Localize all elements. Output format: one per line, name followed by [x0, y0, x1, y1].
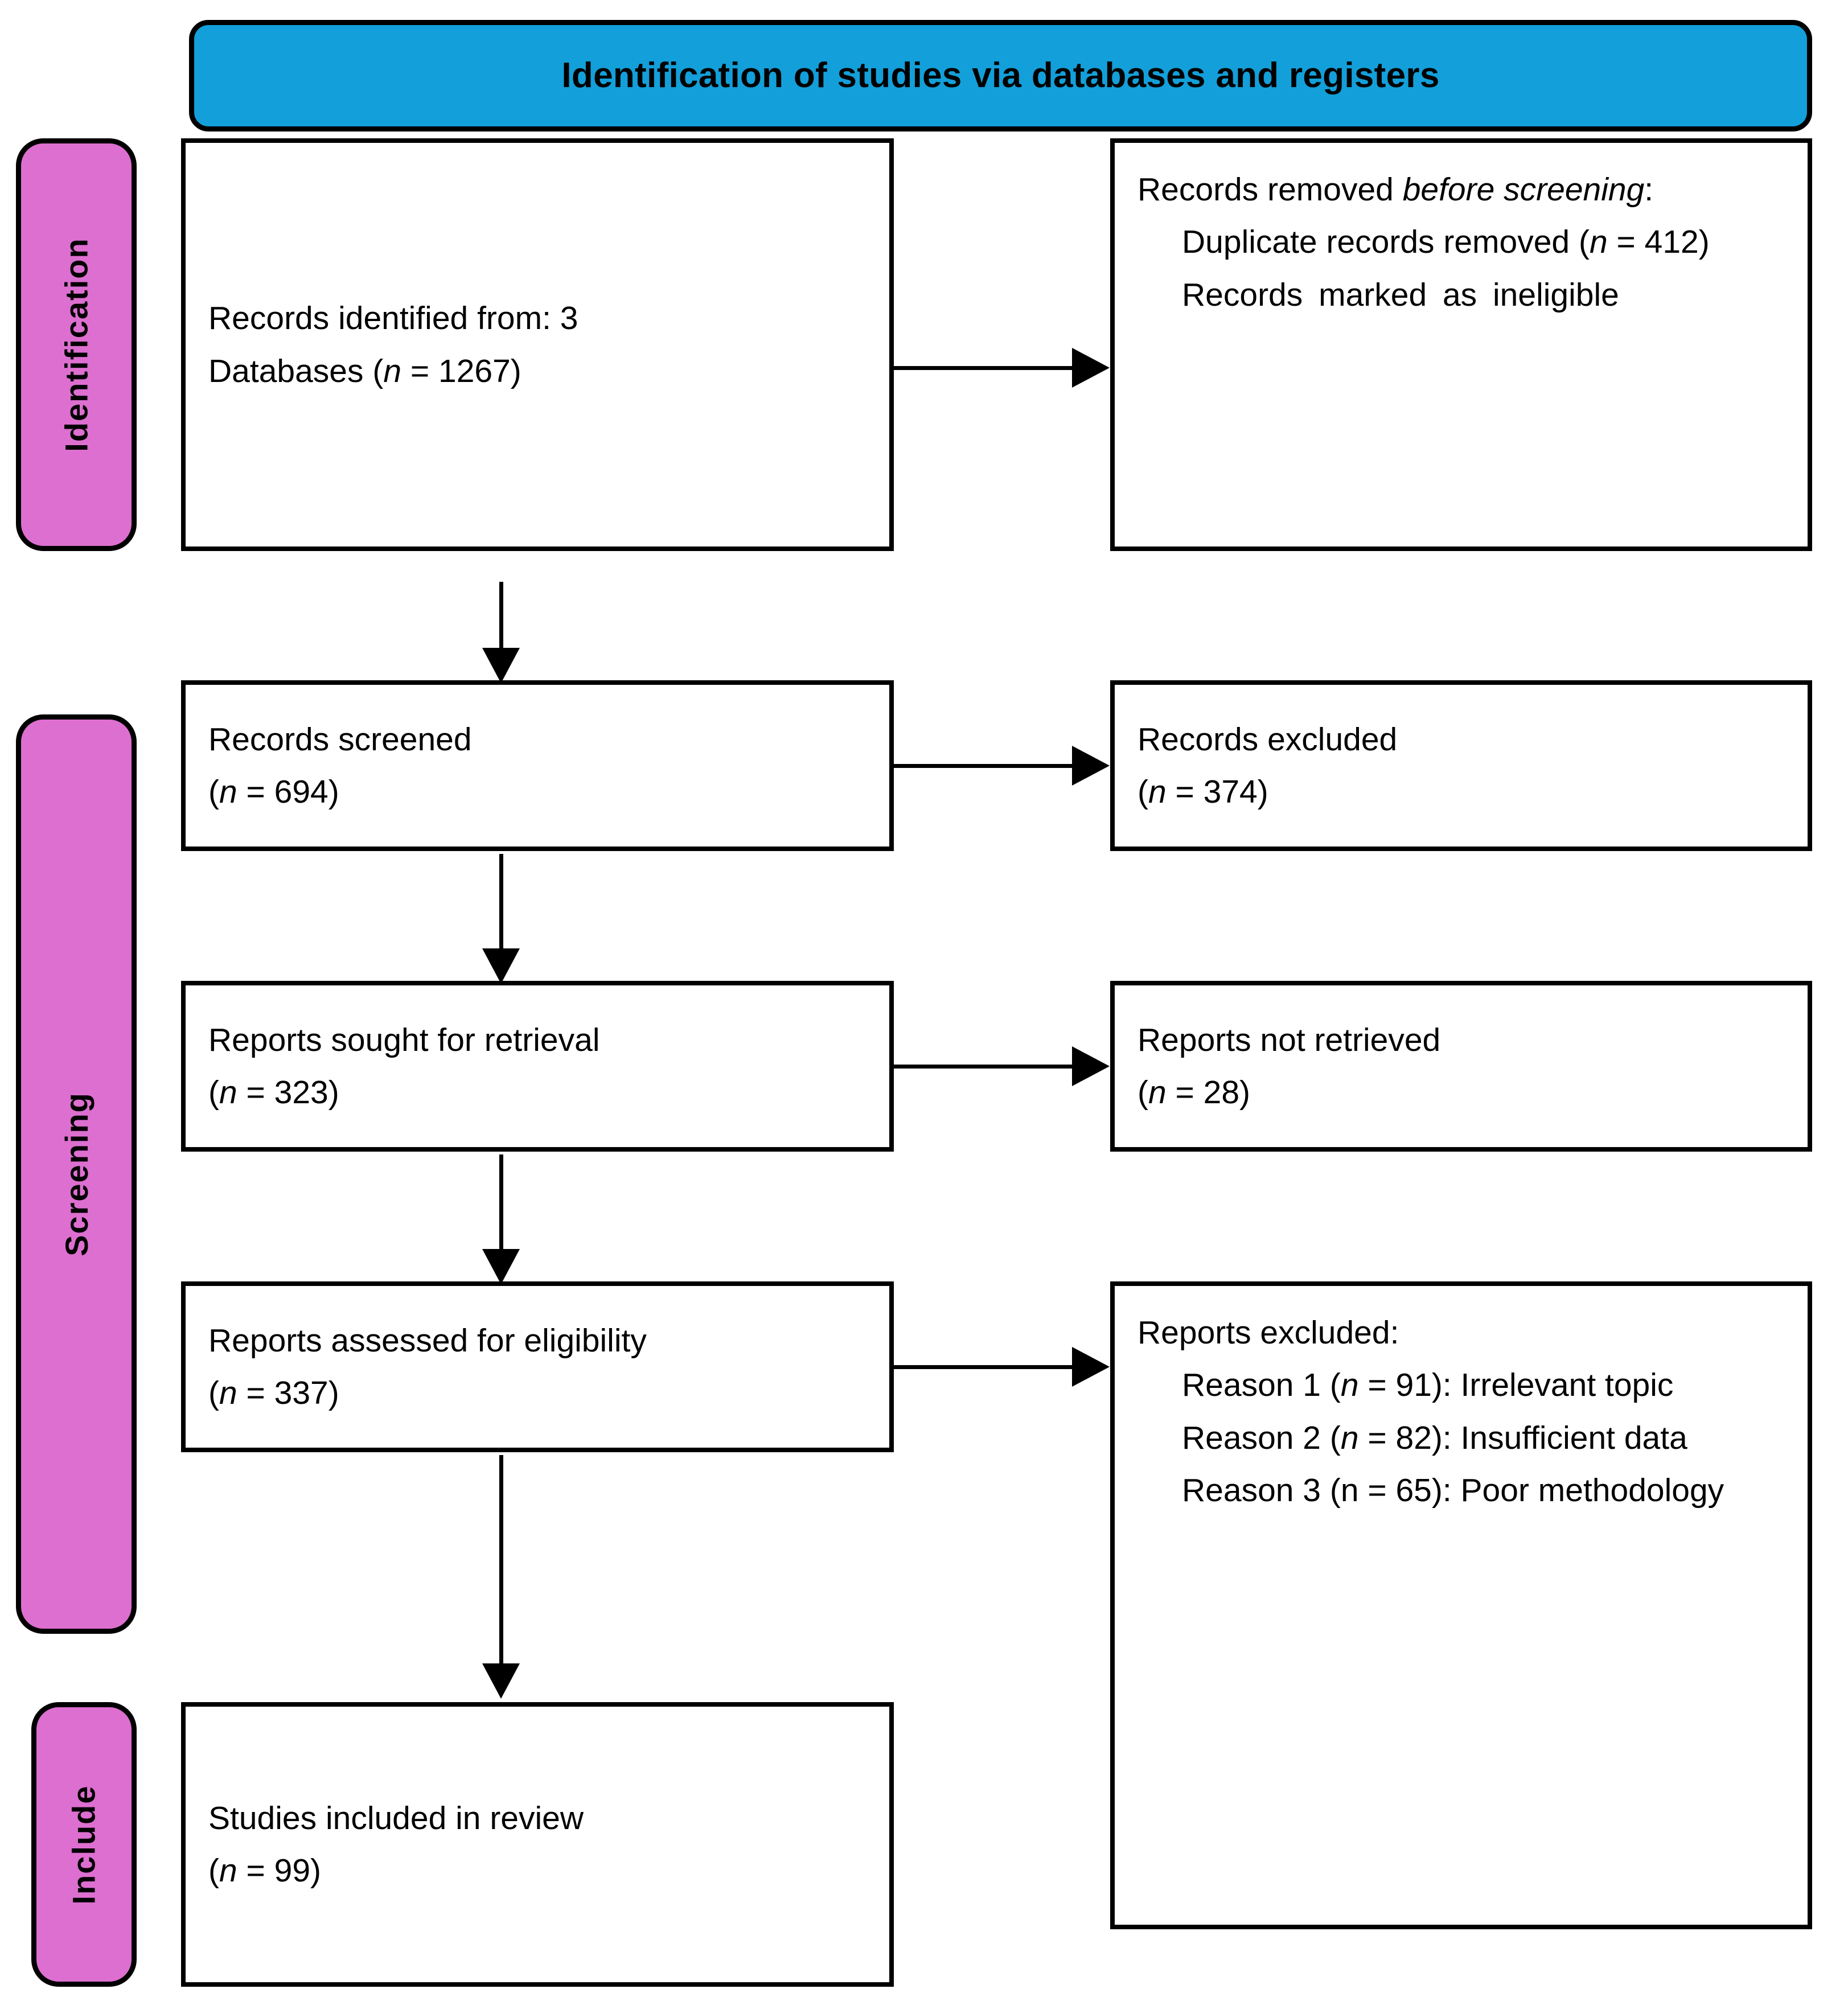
arrow-head-sought-to-not-retrieved — [1072, 1046, 1110, 1086]
stage-label-identification: Identification — [16, 138, 137, 551]
arrow-head-screened-to-excluded — [1072, 746, 1110, 786]
box-records-excluded: Records excluded (n = 374) — [1110, 680, 1812, 851]
reports-excluded-reason-1-suffix: = 91): Irrelevant topic — [1358, 1367, 1674, 1404]
records-identified-n-symbol: n — [383, 352, 402, 389]
diagram-header-banner: Identification of studies via databases … — [189, 20, 1812, 132]
reports-sought-line-2: (n = 323) — [208, 1066, 866, 1119]
reports-assessed-prefix: ( — [208, 1375, 219, 1411]
reports-sought-n-symbol: n — [219, 1074, 237, 1111]
reports-sought-suffix: = 323) — [237, 1074, 339, 1111]
arrow-line-assessed-to-included — [499, 1455, 503, 1666]
records-identified-line-1: Records identified from: 3 — [208, 300, 578, 337]
studies-included-suffix: = 99) — [237, 1852, 322, 1889]
arrow-line-sought-to-not-retrieved — [894, 1065, 1073, 1069]
records-screened-line-2: (n = 694) — [208, 766, 866, 818]
arrow-line-sought-to-assessed — [499, 1154, 503, 1251]
reports-excluded-reason-1-n-symbol: n — [1340, 1367, 1359, 1404]
stage-label-screening: Screening — [16, 714, 137, 1634]
records-excluded-line-2: (n = 374) — [1137, 766, 1785, 818]
records-excluded-n-symbol: n — [1148, 774, 1167, 810]
records-removed-duplicates-suffix: = 412) — [1607, 224, 1710, 261]
studies-included-line-2: (n = 99) — [208, 1844, 866, 1897]
arrow-head-screened-to-sought — [482, 948, 520, 984]
records-removed-item-duplicates: Duplicate records removed (n = 412) — [1137, 216, 1785, 268]
reports-excluded-heading: Reports excluded: — [1137, 1314, 1399, 1351]
reports-assessed-suffix: = 337) — [237, 1375, 339, 1411]
arrow-head-sought-to-assessed — [482, 1249, 520, 1284]
reports-not-retrieved-n-symbol: n — [1148, 1074, 1167, 1111]
reports-excluded-reason-1-prefix: Reason 1 ( — [1182, 1367, 1341, 1404]
box-records-identified: Records identified from: 3 Databases (n … — [181, 138, 894, 551]
records-screened-prefix: ( — [208, 774, 219, 810]
reports-assessed-line-1: Reports assessed for eligibility — [208, 1322, 647, 1359]
arrow-line-identified-to-removed — [894, 366, 1073, 370]
box-studies-included: Studies included in review (n = 99) — [181, 1702, 894, 1987]
arrow-head-assessed-to-included — [482, 1663, 520, 1699]
records-screened-line-1: Records screened — [208, 721, 472, 758]
arrow-line-screened-to-sought — [499, 854, 503, 951]
records-screened-suffix: = 694) — [237, 774, 339, 810]
records-excluded-prefix: ( — [1137, 774, 1148, 810]
reports-not-retrieved-prefix: ( — [1137, 1074, 1148, 1111]
records-removed-heading-prefix: Records removed — [1137, 171, 1403, 208]
diagram-title: Identification of studies via databases … — [561, 55, 1440, 95]
reports-excluded-reason-1: Reason 1 (n = 91): Irrelevant topic — [1137, 1359, 1785, 1411]
reports-excluded-reason-3: Reason 3 (n = 65): Poor methodology — [1182, 1472, 1724, 1509]
box-records-removed: Records removed before screening: Duplic… — [1110, 138, 1812, 551]
arrow-line-screened-to-excluded — [894, 764, 1073, 768]
records-excluded-line-1: Records excluded — [1137, 721, 1398, 758]
stage-label-screening-text: Screening — [58, 1092, 95, 1256]
reports-not-retrieved-suffix: = 28) — [1166, 1074, 1251, 1111]
arrow-head-identified-to-removed — [1072, 348, 1110, 388]
reports-sought-line-1: Reports sought for retrieval — [208, 1021, 600, 1058]
reports-not-retrieved-line-2: (n = 28) — [1137, 1066, 1785, 1119]
studies-included-line-1: Studies included in review — [208, 1799, 584, 1836]
records-removed-duplicates-n-symbol: n — [1589, 224, 1608, 261]
box-reports-sought: Reports sought for retrieval (n = 323) — [181, 981, 894, 1152]
arrow-line-identified-to-screened — [499, 582, 503, 650]
records-removed-item-ineligible: Records marked as ineligible — [1182, 276, 1619, 313]
reports-not-retrieved-line-1: Reports not retrieved — [1137, 1021, 1441, 1058]
reports-excluded-reason-2: Reason 2 (n = 82): Insufficient data — [1137, 1412, 1785, 1464]
reports-excluded-reason-2-prefix: Reason 2 ( — [1182, 1419, 1341, 1456]
reports-sought-prefix: ( — [208, 1074, 219, 1111]
records-removed-duplicates-prefix: Duplicate records removed ( — [1182, 224, 1590, 261]
box-reports-not-retrieved: Reports not retrieved (n = 28) — [1110, 981, 1812, 1152]
studies-included-prefix: ( — [208, 1852, 219, 1889]
records-removed-heading-emphasis: before screening — [1402, 171, 1645, 208]
box-records-screened: Records screened (n = 694) — [181, 680, 894, 851]
reports-assessed-n-symbol: n — [219, 1375, 237, 1411]
records-screened-n-symbol: n — [219, 774, 237, 810]
records-removed-heading-suffix: : — [1644, 171, 1654, 208]
studies-included-n-symbol: n — [219, 1852, 237, 1889]
arrow-head-assessed-to-excluded — [1072, 1347, 1110, 1387]
stage-label-include-text: Include — [66, 1784, 102, 1905]
box-reports-assessed: Reports assessed for eligibility (n = 33… — [181, 1281, 894, 1452]
box-reports-excluded: Reports excluded: Reason 1 (n = 91): Irr… — [1110, 1281, 1812, 1929]
reports-excluded-reason-2-suffix: = 82): Insufficient data — [1358, 1419, 1687, 1456]
arrow-head-identified-to-screened — [482, 648, 520, 683]
stage-label-include: Include — [31, 1702, 137, 1987]
records-identified-suffix: = 1267) — [401, 352, 521, 389]
records-identified-prefix: Databases ( — [208, 352, 384, 389]
arrow-line-assessed-to-excluded — [894, 1365, 1073, 1369]
stage-label-identification-text: Identification — [58, 237, 95, 452]
records-removed-heading: Records removed before screening: — [1137, 163, 1785, 216]
records-identified-line-2: Databases (n = 1267) — [208, 345, 866, 397]
records-excluded-suffix: = 374) — [1166, 774, 1268, 810]
reports-excluded-reason-2-n-symbol: n — [1340, 1419, 1359, 1456]
reports-assessed-line-2: (n = 337) — [208, 1367, 866, 1419]
